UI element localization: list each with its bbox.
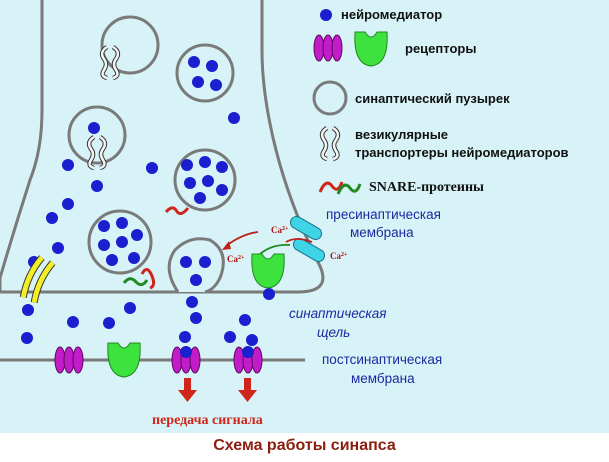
calcium-arrow — [285, 238, 313, 243]
legend-vesicle-icon — [312, 80, 348, 116]
calcium-label: Ca2+ — [330, 251, 348, 261]
legend-transporter-icon — [322, 128, 338, 159]
snare-protein — [140, 268, 156, 290]
presynaptic-label-2: мембрана — [350, 225, 414, 240]
legend-magenta-receptor-icon — [313, 34, 343, 62]
fusing-vesicle — [167, 237, 225, 294]
snare-protein — [164, 206, 190, 215]
green-receptor — [251, 253, 285, 289]
calcium-label: Ca2+ — [227, 254, 245, 264]
snare-protein — [122, 277, 149, 287]
calcium-arrow — [259, 244, 291, 255]
calcium-arrow — [225, 231, 259, 247]
green-receptor — [107, 342, 141, 378]
vesicle — [100, 15, 160, 75]
legend-receptors-label: рецепторы — [405, 41, 476, 56]
legend-vesicle-label: синаптический пузырек — [355, 91, 510, 106]
legend-snare-label: SNARE-протеины — [369, 180, 484, 195]
vesicle — [67, 105, 127, 165]
magenta-receptor — [54, 346, 84, 374]
presynaptic-label-1: пресинаптическая — [326, 207, 441, 222]
legend-green-receptor-icon — [354, 31, 388, 67]
legend-neurotransmitter-icon — [320, 9, 332, 21]
calcium-label: Ca2+ — [271, 225, 289, 235]
postsynaptic-label-1: постсинаптическая — [322, 352, 442, 367]
diagram-caption: Схема работы синапса — [213, 437, 396, 454]
legend-snare-icon — [318, 181, 362, 195]
signal-label: передача сигнала — [152, 413, 263, 428]
cleft-label-1: синаптическая — [289, 306, 386, 321]
vesicle — [175, 43, 235, 103]
presynaptic-membrane — [0, 0, 325, 294]
diagram-canvas: Ca2+ Ca2+ Ca2+ нейромедиатор — [0, 0, 569, 428]
calcium-channel — [289, 216, 326, 262]
cleft-label-2: щель — [317, 325, 350, 340]
signal-arrow — [238, 378, 257, 402]
legend-transporters-label-1: везикулярные — [355, 127, 448, 142]
reuptake-transporter — [19, 255, 56, 304]
legend-neurotransmitter-label: нейромедиатор — [341, 7, 442, 22]
legend-transporters-label-2: транспортеры нейромедиаторов — [355, 145, 569, 160]
postsynaptic-label-2: мембрана — [351, 371, 415, 386]
signal-arrow — [178, 378, 197, 402]
